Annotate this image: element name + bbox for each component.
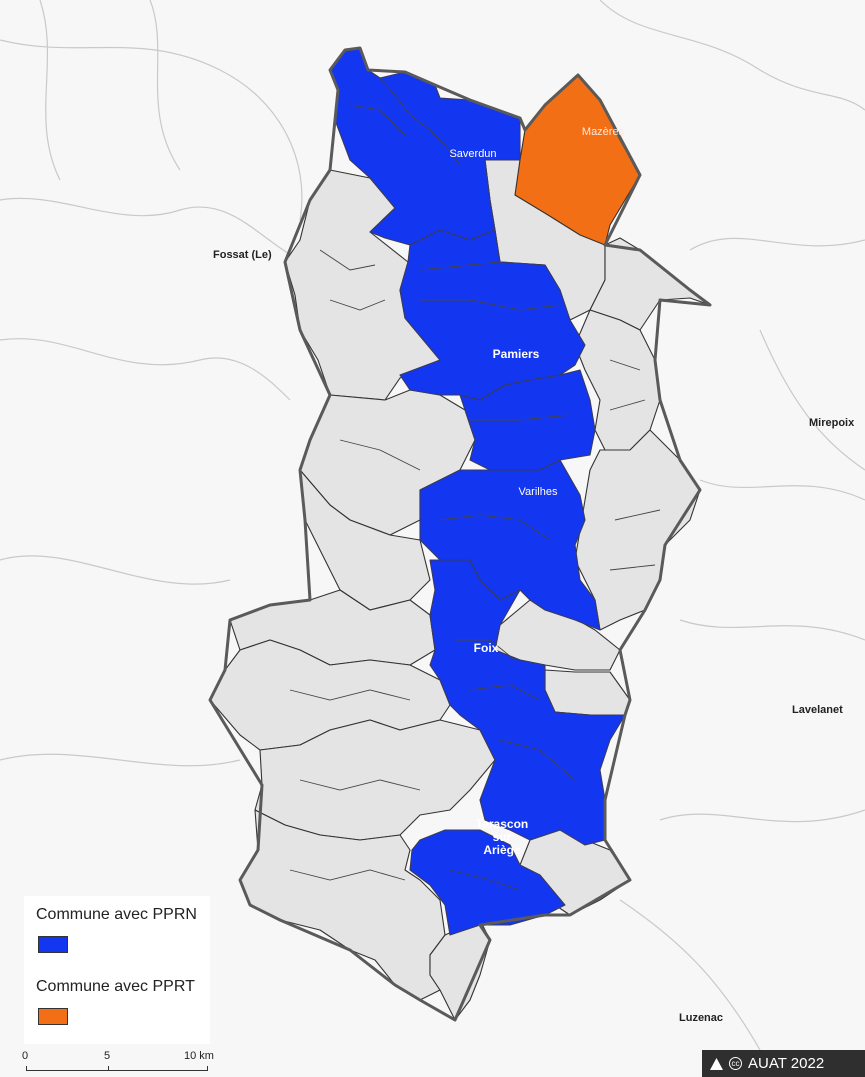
scale-line bbox=[26, 1070, 208, 1071]
creative-commons-icon: cc bbox=[729, 1057, 742, 1070]
communes-with-pprn bbox=[329, 47, 626, 936]
place-label-pamiers: Pamiers bbox=[493, 347, 540, 361]
place-label-varilhes: Varilhes bbox=[519, 486, 558, 498]
place-label-luzenac: Luzenac bbox=[679, 1012, 723, 1024]
commune-area bbox=[409, 829, 566, 936]
territory-outline bbox=[208, 46, 712, 1022]
credit-badge: cc AUAT 2022 bbox=[702, 1050, 865, 1077]
place-label-fossat: Fossat (Le) bbox=[213, 249, 272, 261]
scale-tick-label-0: 0 bbox=[22, 1050, 29, 1062]
commune-area bbox=[299, 469, 431, 611]
triangle-logo-icon bbox=[710, 1057, 723, 1070]
background-borders bbox=[0, 0, 865, 1051]
scale-tick-label-10: 10 km bbox=[184, 1050, 214, 1062]
commune-divisions bbox=[289, 77, 661, 891]
commune-area bbox=[544, 669, 631, 716]
scale-tick bbox=[26, 1066, 27, 1071]
place-label-mazeres: Mazères bbox=[582, 126, 625, 138]
place-label-saverdun: Saverdun bbox=[449, 148, 496, 160]
scale-tick bbox=[207, 1066, 208, 1071]
credit-text: AUAT 2022 bbox=[748, 1055, 825, 1072]
map-legend: Commune avec PPRN Commune avec PPRT bbox=[24, 896, 210, 1044]
scale-bar: 0 5 10 km bbox=[18, 1050, 218, 1077]
place-label-lavelanet: Lavelanet bbox=[792, 704, 843, 716]
commune-area bbox=[239, 809, 446, 1001]
commune-area bbox=[459, 369, 596, 471]
legend-swatch-pprt bbox=[38, 1008, 68, 1025]
legend-label-pprt: Commune avec PPRT bbox=[36, 978, 195, 995]
place-label-mirepoix: Mirepoix bbox=[809, 417, 855, 429]
legend-swatch-pprn bbox=[38, 936, 68, 953]
scale-tick bbox=[108, 1066, 109, 1071]
place-label-foix: Foix bbox=[474, 641, 499, 655]
legend-label-pprn: Commune avec PPRN bbox=[36, 906, 197, 923]
scale-tick-label-5: 5 bbox=[104, 1050, 111, 1062]
